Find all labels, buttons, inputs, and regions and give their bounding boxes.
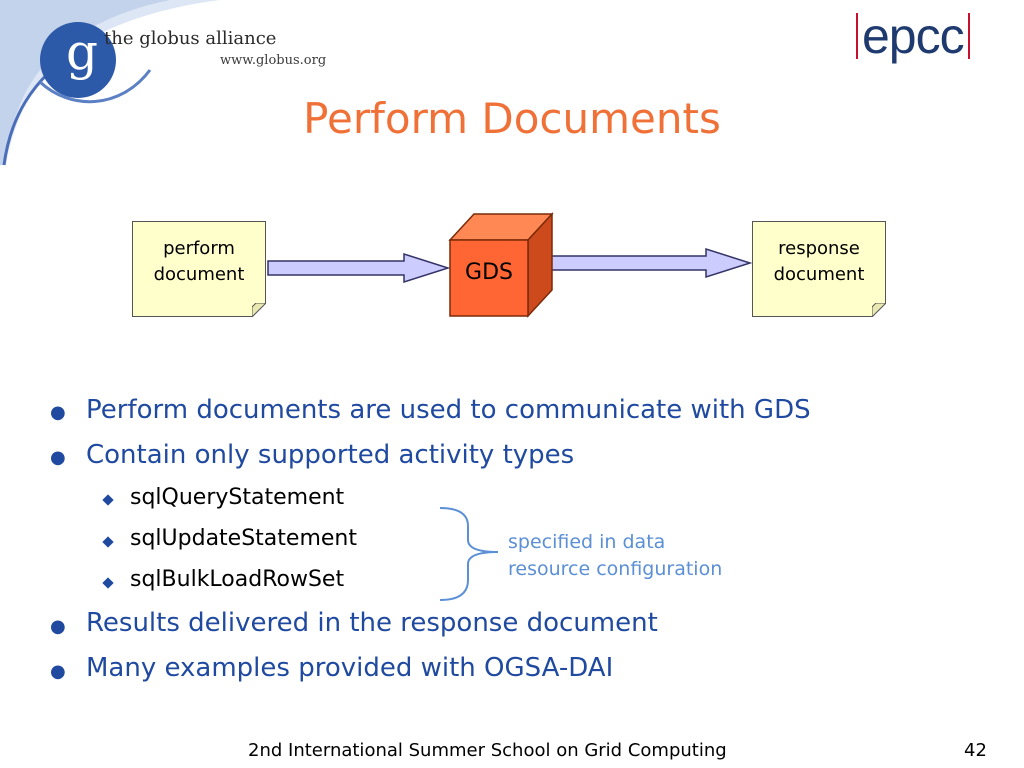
footer-text: 2nd International Summer School on Grid … <box>248 740 727 761</box>
bullet-item-2: Contain only supported activity types <box>86 440 575 470</box>
globus-logo-name: the globus alliance <box>104 28 277 49</box>
globus-logo-swoosh <box>0 0 220 166</box>
curly-brace-icon <box>439 507 499 601</box>
perform-document-line2: document <box>153 264 245 285</box>
diamond-bullet-icon <box>102 494 114 506</box>
epcc-logo-bar-left <box>856 13 858 59</box>
epcc-logo-text: epcc <box>862 8 965 64</box>
gds-cube-front <box>449 239 529 317</box>
response-document-box: response document <box>752 221 886 317</box>
epcc-logo-bar-right <box>967 13 970 59</box>
bullet-dot-icon: ● <box>50 447 66 468</box>
response-document-line1: response <box>778 238 860 259</box>
bullet-item-3: Results delivered in the response docume… <box>86 608 658 638</box>
diamond-bullet-icon <box>102 536 114 548</box>
bracket-note-line1: specified in data <box>508 531 666 553</box>
bullet-dot-icon: ● <box>50 402 66 423</box>
bullet-item-4: Many examples provided with OGSA-DAI <box>86 653 614 683</box>
sub-bullet-item-3: sqlBulkLoadRowSet <box>130 567 345 592</box>
perform-document-box: perform document <box>132 221 266 317</box>
globus-logo-letter: g <box>65 23 98 81</box>
arrow-perform-to-gds <box>267 252 451 284</box>
diamond-bullet-icon <box>102 577 114 589</box>
arrow-gds-to-response <box>543 247 753 279</box>
globus-logo-url: www.globus.org <box>220 53 327 68</box>
bracket-note: specified in data resource configuration <box>508 529 722 583</box>
response-document-line2: document <box>773 264 865 285</box>
bullet-dot-icon: ● <box>50 661 66 682</box>
page-number: 42 <box>964 740 987 761</box>
diagram-shapes <box>267 212 753 318</box>
epcc-logo: epcc <box>856 10 970 62</box>
page-fold-icon <box>252 303 266 317</box>
perform-document-line1: perform <box>163 238 235 259</box>
bracket-note-line2: resource configuration <box>508 558 723 580</box>
gds-label: GDS <box>465 260 513 285</box>
sub-bullet-item-1: sqlQueryStatement <box>130 485 345 510</box>
bullet-item-1: Perform documents are used to communicat… <box>86 395 811 425</box>
page-fold-icon <box>872 303 886 317</box>
sub-bullet-item-2: sqlUpdateStatement <box>130 526 357 551</box>
globus-circle <box>40 22 116 98</box>
slide-title: Perform Documents <box>303 94 721 143</box>
bullet-dot-icon: ● <box>50 616 66 637</box>
